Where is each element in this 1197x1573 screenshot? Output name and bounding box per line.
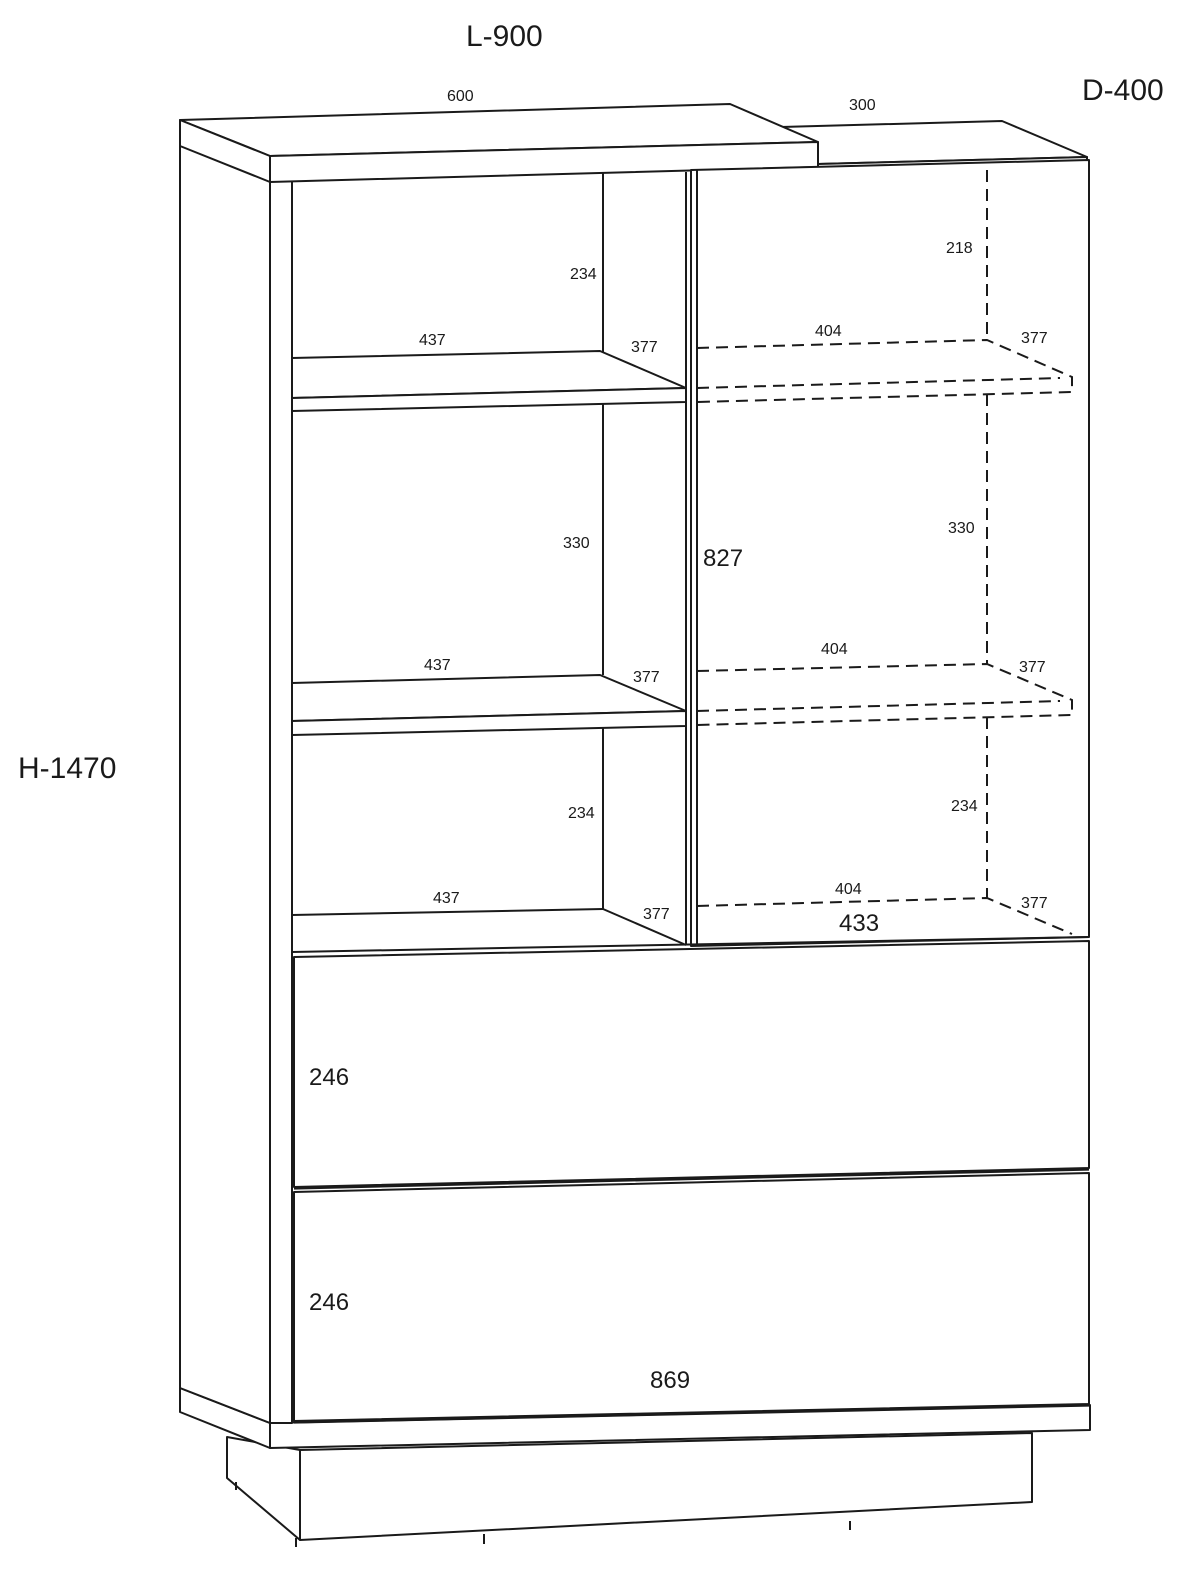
hidden-shelf-1 bbox=[696, 338, 1073, 403]
open-top-height-label: 234 bbox=[570, 266, 597, 283]
open-shelf-1 bbox=[291, 350, 687, 412]
door-shelf1-width-label: 404 bbox=[815, 323, 842, 340]
open-bottom-height-label: 234 bbox=[568, 805, 595, 822]
drawer2-height-label: 246 bbox=[309, 1289, 349, 1316]
open-shelf3-depth-label: 377 bbox=[643, 906, 670, 923]
hidden-shelf-2 bbox=[696, 662, 1073, 726]
open-shelf1-depth-label: 377 bbox=[631, 339, 658, 356]
open-shelf2-width-label: 437 bbox=[424, 657, 451, 674]
open-middle-height-label: 330 bbox=[563, 535, 590, 552]
open-shelf3-width-label: 437 bbox=[433, 890, 460, 907]
drawer-1 bbox=[293, 940, 1090, 1190]
door-shelf1-depth-label: 377 bbox=[1021, 330, 1048, 347]
door-shelf2-depth-label: 377 bbox=[1019, 659, 1046, 676]
door bbox=[690, 159, 1090, 947]
top-board-left bbox=[179, 103, 819, 183]
drawer-width-label: 869 bbox=[650, 1367, 690, 1394]
door-shelf3-depth-label: 377 bbox=[1021, 895, 1048, 912]
overall-length-label: L-900 bbox=[466, 20, 543, 53]
open-compartment bbox=[602, 172, 687, 945]
overall-depth-label: D-400 bbox=[1082, 74, 1164, 107]
overall-height-label: H-1470 bbox=[18, 752, 116, 785]
open-shelf-3 bbox=[291, 908, 687, 946]
door-bottom-height-label: 234 bbox=[951, 798, 978, 815]
top-left-width-label: 600 bbox=[447, 88, 474, 105]
open-shelf1-width-label: 437 bbox=[419, 332, 446, 349]
door-height-label: 827 bbox=[703, 545, 743, 572]
door-middle-height-label: 330 bbox=[948, 520, 975, 537]
open-shelf-2 bbox=[291, 674, 687, 736]
drawer-2 bbox=[293, 1172, 1090, 1424]
plinth bbox=[226, 1432, 1033, 1547]
door-width-label: 433 bbox=[839, 910, 879, 937]
open-shelf2-depth-label: 377 bbox=[633, 669, 660, 686]
door-top-height-label: 218 bbox=[946, 240, 973, 257]
section-divider bbox=[291, 936, 1090, 953]
drawer1-height-label: 246 bbox=[309, 1064, 349, 1091]
door-shelf3-width-label: 404 bbox=[835, 881, 862, 898]
top-right-width-label: 300 bbox=[849, 97, 876, 114]
door-shelf2-width-label: 404 bbox=[821, 641, 848, 658]
left-side-panel bbox=[179, 143, 293, 1424]
